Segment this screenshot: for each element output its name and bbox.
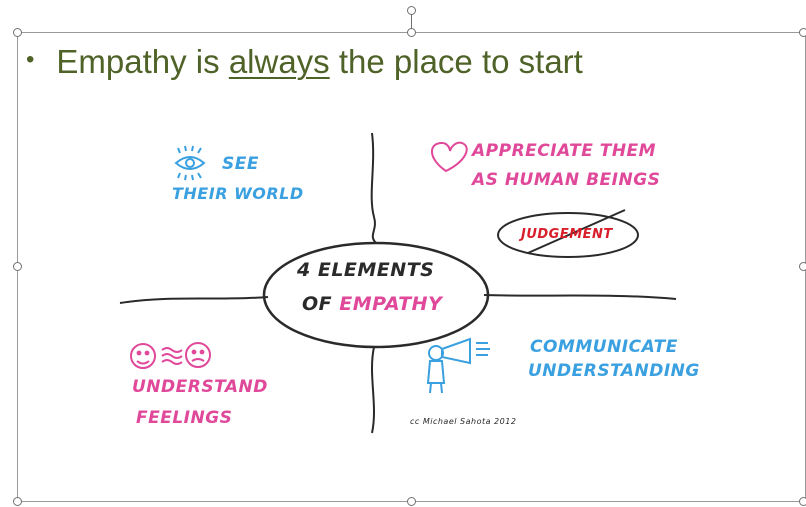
judgement-ellipse: [497, 212, 639, 258]
appreciate-them-label: APPRECIATE THEM: [472, 141, 657, 161]
bullet-text-start: Empathy is: [56, 43, 229, 80]
understanding-label: UNDERSTANDING: [528, 361, 700, 381]
bullet-text[interactable]: • Empathy is always the place to start: [26, 40, 583, 84]
feelings-label: FEELINGS: [136, 408, 233, 428]
bullet-text-emphasis: always: [228, 43, 330, 80]
center-ellipse: [262, 241, 490, 349]
resize-handle-bottom-right[interactable]: [799, 497, 806, 506]
bullet-marker: •: [26, 46, 35, 73]
center-title-of: OF: [302, 293, 340, 315]
empathy-sketch-image[interactable]: 4 ELEMENTS OF EMPATHY SEE THEIR WORLD AP…: [110, 125, 710, 445]
resize-handle-left[interactable]: [13, 262, 22, 271]
communicate-label: COMMUNICATE: [530, 337, 678, 357]
their-world-label: THEIR WORLD: [172, 184, 304, 203]
center-title-line1: 4 ELEMENTS: [297, 259, 435, 281]
emotion-faces-icon: [130, 342, 211, 369]
center-title-line2: OF EMPATHY: [302, 293, 442, 315]
resize-handle-bottom-left[interactable]: [13, 497, 22, 506]
rotation-stem: [411, 10, 412, 32]
resize-handle-top-left[interactable]: [13, 28, 22, 37]
center-title-empathy: EMPATHY: [339, 293, 443, 315]
resize-handle-top-right[interactable]: [799, 28, 806, 37]
rotation-handle[interactable]: [407, 6, 416, 15]
eye-icon: [174, 145, 206, 181]
credit-text: cc Michael Sahota 2012: [410, 417, 517, 426]
bullet-text-end: the place to start: [329, 43, 583, 80]
resize-handle-bottom[interactable]: [407, 497, 416, 506]
see-label: SEE: [222, 154, 259, 174]
heart-icon: [431, 141, 468, 173]
understand-label: UNDERSTAND: [132, 377, 268, 397]
resize-handle-top[interactable]: [407, 28, 416, 37]
sketch-lines: [119, 132, 677, 434]
judgement-label: JUDGEMENT: [521, 227, 613, 242]
as-human-beings-label: AS HUMAN BEINGS: [472, 170, 661, 190]
megaphone-person-icon: [426, 337, 490, 394]
resize-handle-right[interactable]: [799, 262, 806, 271]
